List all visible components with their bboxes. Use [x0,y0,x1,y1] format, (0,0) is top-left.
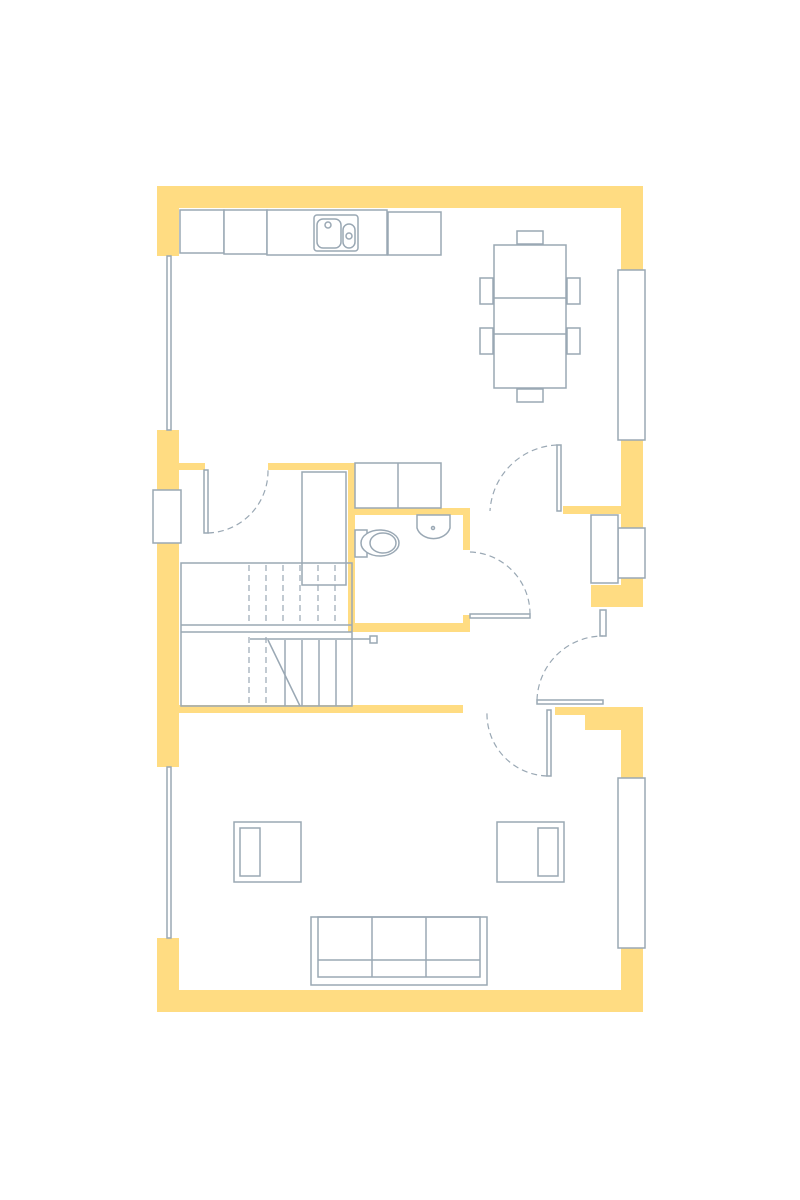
door-leaf-wc [469,613,531,619]
walls [157,186,643,1012]
window-kitchen-left [166,255,172,431]
armchair-right [496,821,565,883]
sofa [310,916,488,986]
armchair-left [233,821,302,883]
door-leaf-kitchen [556,444,562,512]
utility-units [301,462,619,586]
dining-table [479,230,581,403]
window-living-right [617,777,646,949]
wc [354,514,451,558]
toilet-icon [360,529,400,557]
doors [203,444,607,777]
door-leaf-utility [203,469,209,534]
living-room-furniture [233,821,565,986]
sink-icon [313,214,359,252]
window-wc-right [617,527,646,579]
windows [152,255,646,949]
kitchen-counter [179,209,442,256]
window-hall-left [152,489,182,544]
stairs [180,562,378,707]
door-leaf-living [546,709,552,777]
window-living-left [166,766,172,939]
door-leaf-front [536,699,604,705]
window-dining-right [617,269,646,441]
